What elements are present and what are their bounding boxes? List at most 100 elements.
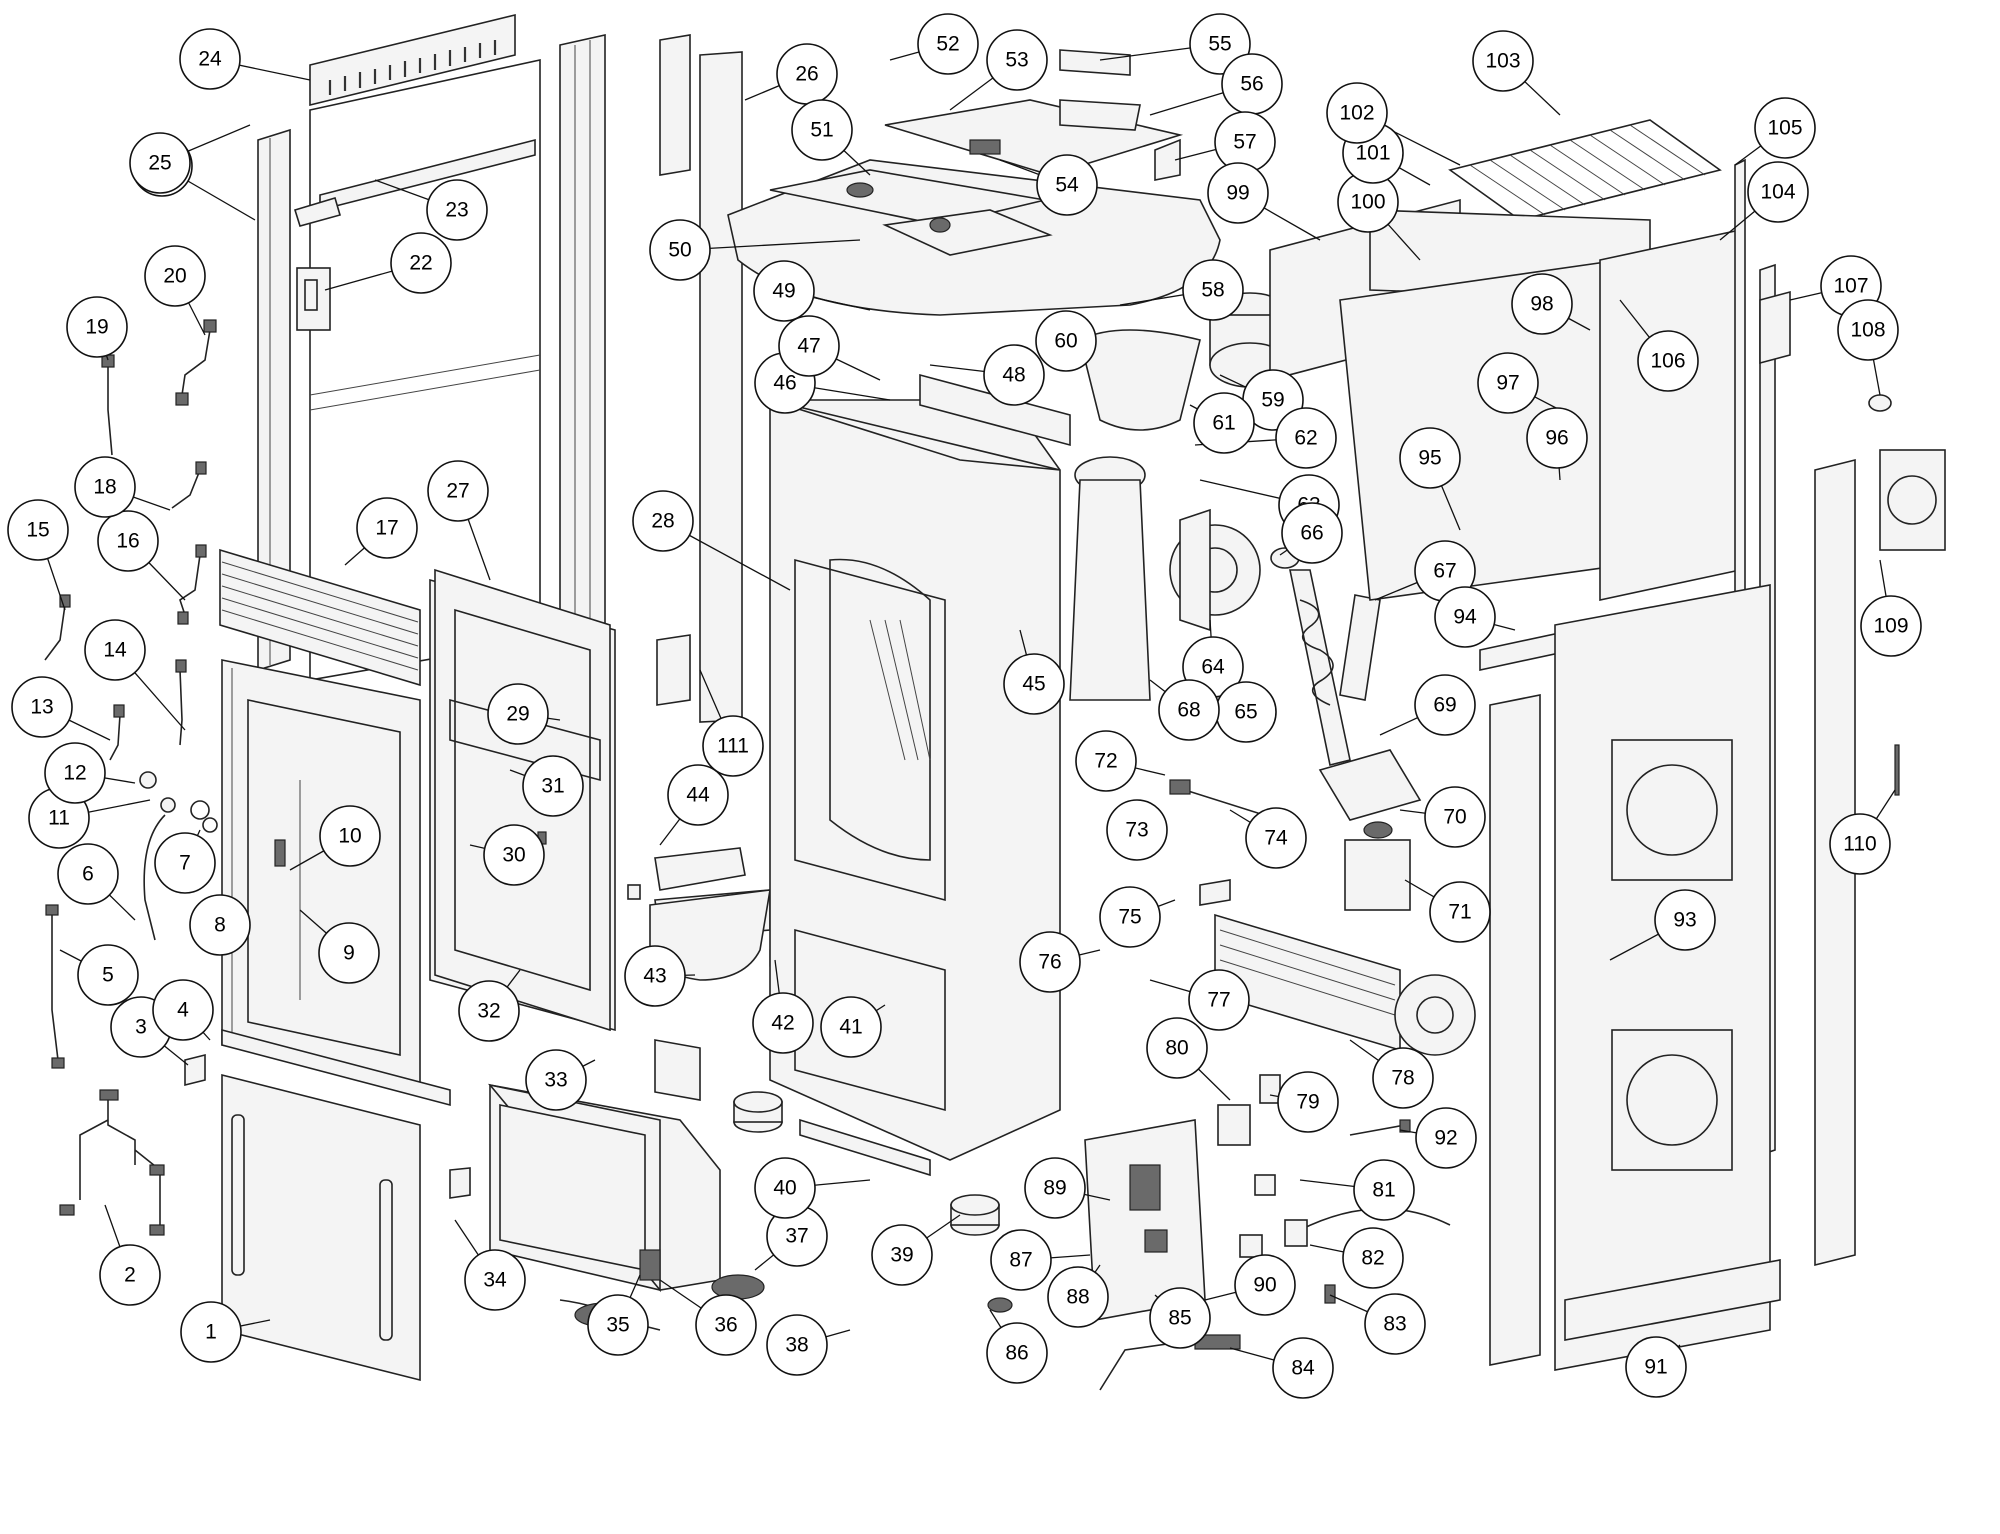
callout-circle bbox=[1353, 1159, 1415, 1221]
callout-circle bbox=[1747, 161, 1809, 223]
convection-fan bbox=[1214, 913, 1476, 1056]
callout-label: 17 bbox=[375, 517, 398, 540]
hopper-lid bbox=[654, 847, 746, 891]
callout-label: 67 bbox=[1433, 560, 1456, 583]
callout-24: 24 bbox=[179, 28, 241, 90]
callout-circle bbox=[464, 1249, 526, 1311]
callout-circle bbox=[632, 490, 694, 552]
callout-18: 18 bbox=[74, 456, 136, 518]
door-frame bbox=[221, 659, 421, 1086]
callout-circle bbox=[1036, 154, 1098, 216]
callout-57: 57 bbox=[1214, 111, 1276, 173]
callout-circle bbox=[1281, 502, 1343, 564]
callout-label: 73 bbox=[1125, 819, 1148, 842]
callout-circle bbox=[525, 1049, 587, 1111]
side-panel bbox=[1554, 584, 1771, 1371]
callout-label: 25 bbox=[148, 152, 171, 175]
top-grill-rack bbox=[1448, 119, 1722, 221]
callout-43: 43 bbox=[624, 945, 686, 1007]
callout-label: 70 bbox=[1443, 806, 1466, 829]
callout-67: 67 bbox=[1414, 540, 1476, 602]
callout-circle bbox=[1434, 586, 1496, 648]
callout-label: 30 bbox=[502, 844, 525, 867]
rear-bracket bbox=[293, 138, 536, 227]
flue-plate bbox=[1879, 449, 1946, 551]
filler-hatch bbox=[1059, 49, 1181, 181]
callout-circle bbox=[649, 219, 711, 281]
callout-circle bbox=[1019, 931, 1081, 993]
callout-label: 3 bbox=[135, 1016, 147, 1039]
wire-lead-14 bbox=[175, 659, 187, 746]
callout-label: 109 bbox=[1873, 615, 1908, 638]
callout-label: 80 bbox=[1165, 1037, 1188, 1060]
callout-label: 96 bbox=[1545, 427, 1568, 450]
callout-17: 17 bbox=[356, 497, 418, 559]
combustion-chamber bbox=[1069, 456, 1151, 701]
callout-label: 22 bbox=[409, 252, 432, 275]
callout-circle bbox=[1414, 674, 1476, 736]
callout-38: 38 bbox=[766, 1314, 828, 1376]
callout-circle bbox=[99, 1244, 161, 1306]
callout-label: 8 bbox=[214, 914, 226, 937]
callout-32: 32 bbox=[458, 980, 520, 1042]
auger-motor bbox=[1318, 749, 1422, 911]
callout-circle bbox=[11, 676, 73, 738]
callout-50: 50 bbox=[649, 219, 711, 281]
power-cord bbox=[1239, 1174, 1451, 1258]
callout-label: 5 bbox=[102, 964, 114, 987]
callout-label: 110 bbox=[1843, 833, 1876, 856]
callout-label: 52 bbox=[936, 33, 959, 56]
callout-circle bbox=[1625, 1336, 1687, 1398]
callout-circle bbox=[695, 1294, 757, 1356]
callout-label: 105 bbox=[1767, 117, 1802, 140]
callout-label: 10 bbox=[338, 825, 361, 848]
callout-circle bbox=[766, 1314, 828, 1376]
callout-label: 40 bbox=[773, 1177, 796, 1200]
callout-circle bbox=[1207, 162, 1269, 224]
cable-gland bbox=[987, 1297, 1013, 1313]
ash-pan bbox=[487, 1083, 721, 1293]
callout-label: 98 bbox=[1530, 293, 1553, 316]
callout-circle bbox=[66, 296, 128, 358]
callout-label: 54 bbox=[1055, 174, 1079, 197]
callout-label: 24 bbox=[198, 48, 222, 71]
callout-label: 77 bbox=[1207, 989, 1230, 1012]
exhaust-fan bbox=[1169, 508, 1261, 632]
callout-circle bbox=[778, 315, 840, 377]
callout-60: 60 bbox=[1035, 310, 1097, 372]
callout-circle bbox=[483, 824, 545, 886]
wiring-harness bbox=[59, 1089, 165, 1236]
callout-circle bbox=[1277, 1071, 1339, 1133]
callout-label: 38 bbox=[785, 1334, 808, 1357]
wire-lead-5 bbox=[45, 904, 65, 1069]
callout-label: 79 bbox=[1296, 1091, 1319, 1114]
callout-78: 78 bbox=[1372, 1047, 1434, 1109]
callout-52: 52 bbox=[917, 13, 979, 75]
callout-label: 13 bbox=[30, 696, 53, 719]
callout-circle bbox=[791, 99, 853, 161]
callout-9: 9 bbox=[318, 922, 380, 984]
callout-label: 89 bbox=[1043, 1177, 1066, 1200]
callout-label: 99 bbox=[1226, 182, 1249, 205]
callout-circle bbox=[1477, 352, 1539, 414]
callout-label: 84 bbox=[1291, 1357, 1315, 1380]
callout-circle bbox=[427, 460, 489, 522]
callout-label: 61 bbox=[1212, 412, 1235, 435]
callout-label: 108 bbox=[1850, 319, 1885, 342]
wire-lead-19 bbox=[101, 354, 115, 456]
callout-label: 47 bbox=[797, 335, 820, 358]
side-grille bbox=[1564, 1259, 1781, 1341]
callout-circle bbox=[1024, 1157, 1086, 1219]
callout-circle bbox=[1654, 889, 1716, 951]
callout-90: 90 bbox=[1234, 1254, 1296, 1316]
callout-circle bbox=[1245, 807, 1307, 869]
callout-96: 96 bbox=[1526, 407, 1588, 469]
door-handle bbox=[139, 771, 218, 941]
callout-40: 40 bbox=[754, 1157, 816, 1219]
callout-label: 64 bbox=[1201, 656, 1225, 679]
right-upright-rail bbox=[559, 34, 606, 661]
callout-circle bbox=[1158, 679, 1220, 741]
callout-71: 71 bbox=[1429, 881, 1491, 943]
callout-106: 106 bbox=[1637, 330, 1699, 392]
